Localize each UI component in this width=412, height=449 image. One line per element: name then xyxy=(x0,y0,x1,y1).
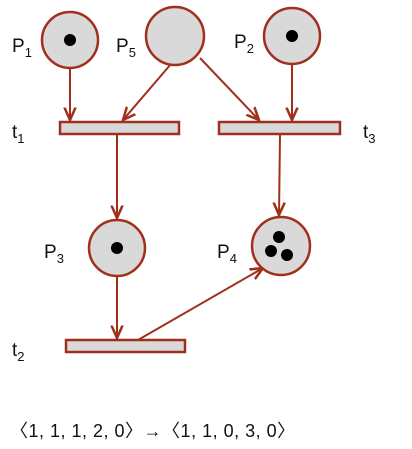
token-p3-1 xyxy=(111,242,123,254)
transition-label-t3: t3 xyxy=(363,122,376,146)
marking-transition-text: 〈1, 1, 1, 2, 0〉→〈1, 1, 0, 3, 0〉 xyxy=(10,421,296,441)
token-p4-3 xyxy=(281,249,293,261)
token-p2-1 xyxy=(286,30,298,42)
place-label-p3: P3 xyxy=(44,242,64,266)
place-label-p5: P5 xyxy=(116,36,136,60)
arcs-layer xyxy=(70,57,292,341)
place-p5 xyxy=(144,5,206,67)
arc-t3-p4 xyxy=(279,133,280,215)
transition-t3 xyxy=(217,120,342,136)
token-p4-2 xyxy=(265,245,277,257)
place-label-p1: P1 xyxy=(12,36,32,60)
arc-p5-t3 xyxy=(199,57,259,120)
transition-t1 xyxy=(58,120,181,136)
token-p1-1 xyxy=(64,34,76,46)
transition-t2 xyxy=(64,338,187,354)
places-layer xyxy=(40,5,322,278)
place-p4 xyxy=(250,215,312,277)
transition-label-t2: t2 xyxy=(12,340,25,364)
arc-p5-t1 xyxy=(123,63,172,120)
transitions-layer xyxy=(58,120,342,354)
transition-label-t1: t1 xyxy=(12,122,25,146)
arc-t2-p4 xyxy=(137,268,263,341)
place-label-p4: P4 xyxy=(217,242,237,266)
place-label-p2: P2 xyxy=(234,32,254,56)
token-p4-1 xyxy=(273,231,285,243)
